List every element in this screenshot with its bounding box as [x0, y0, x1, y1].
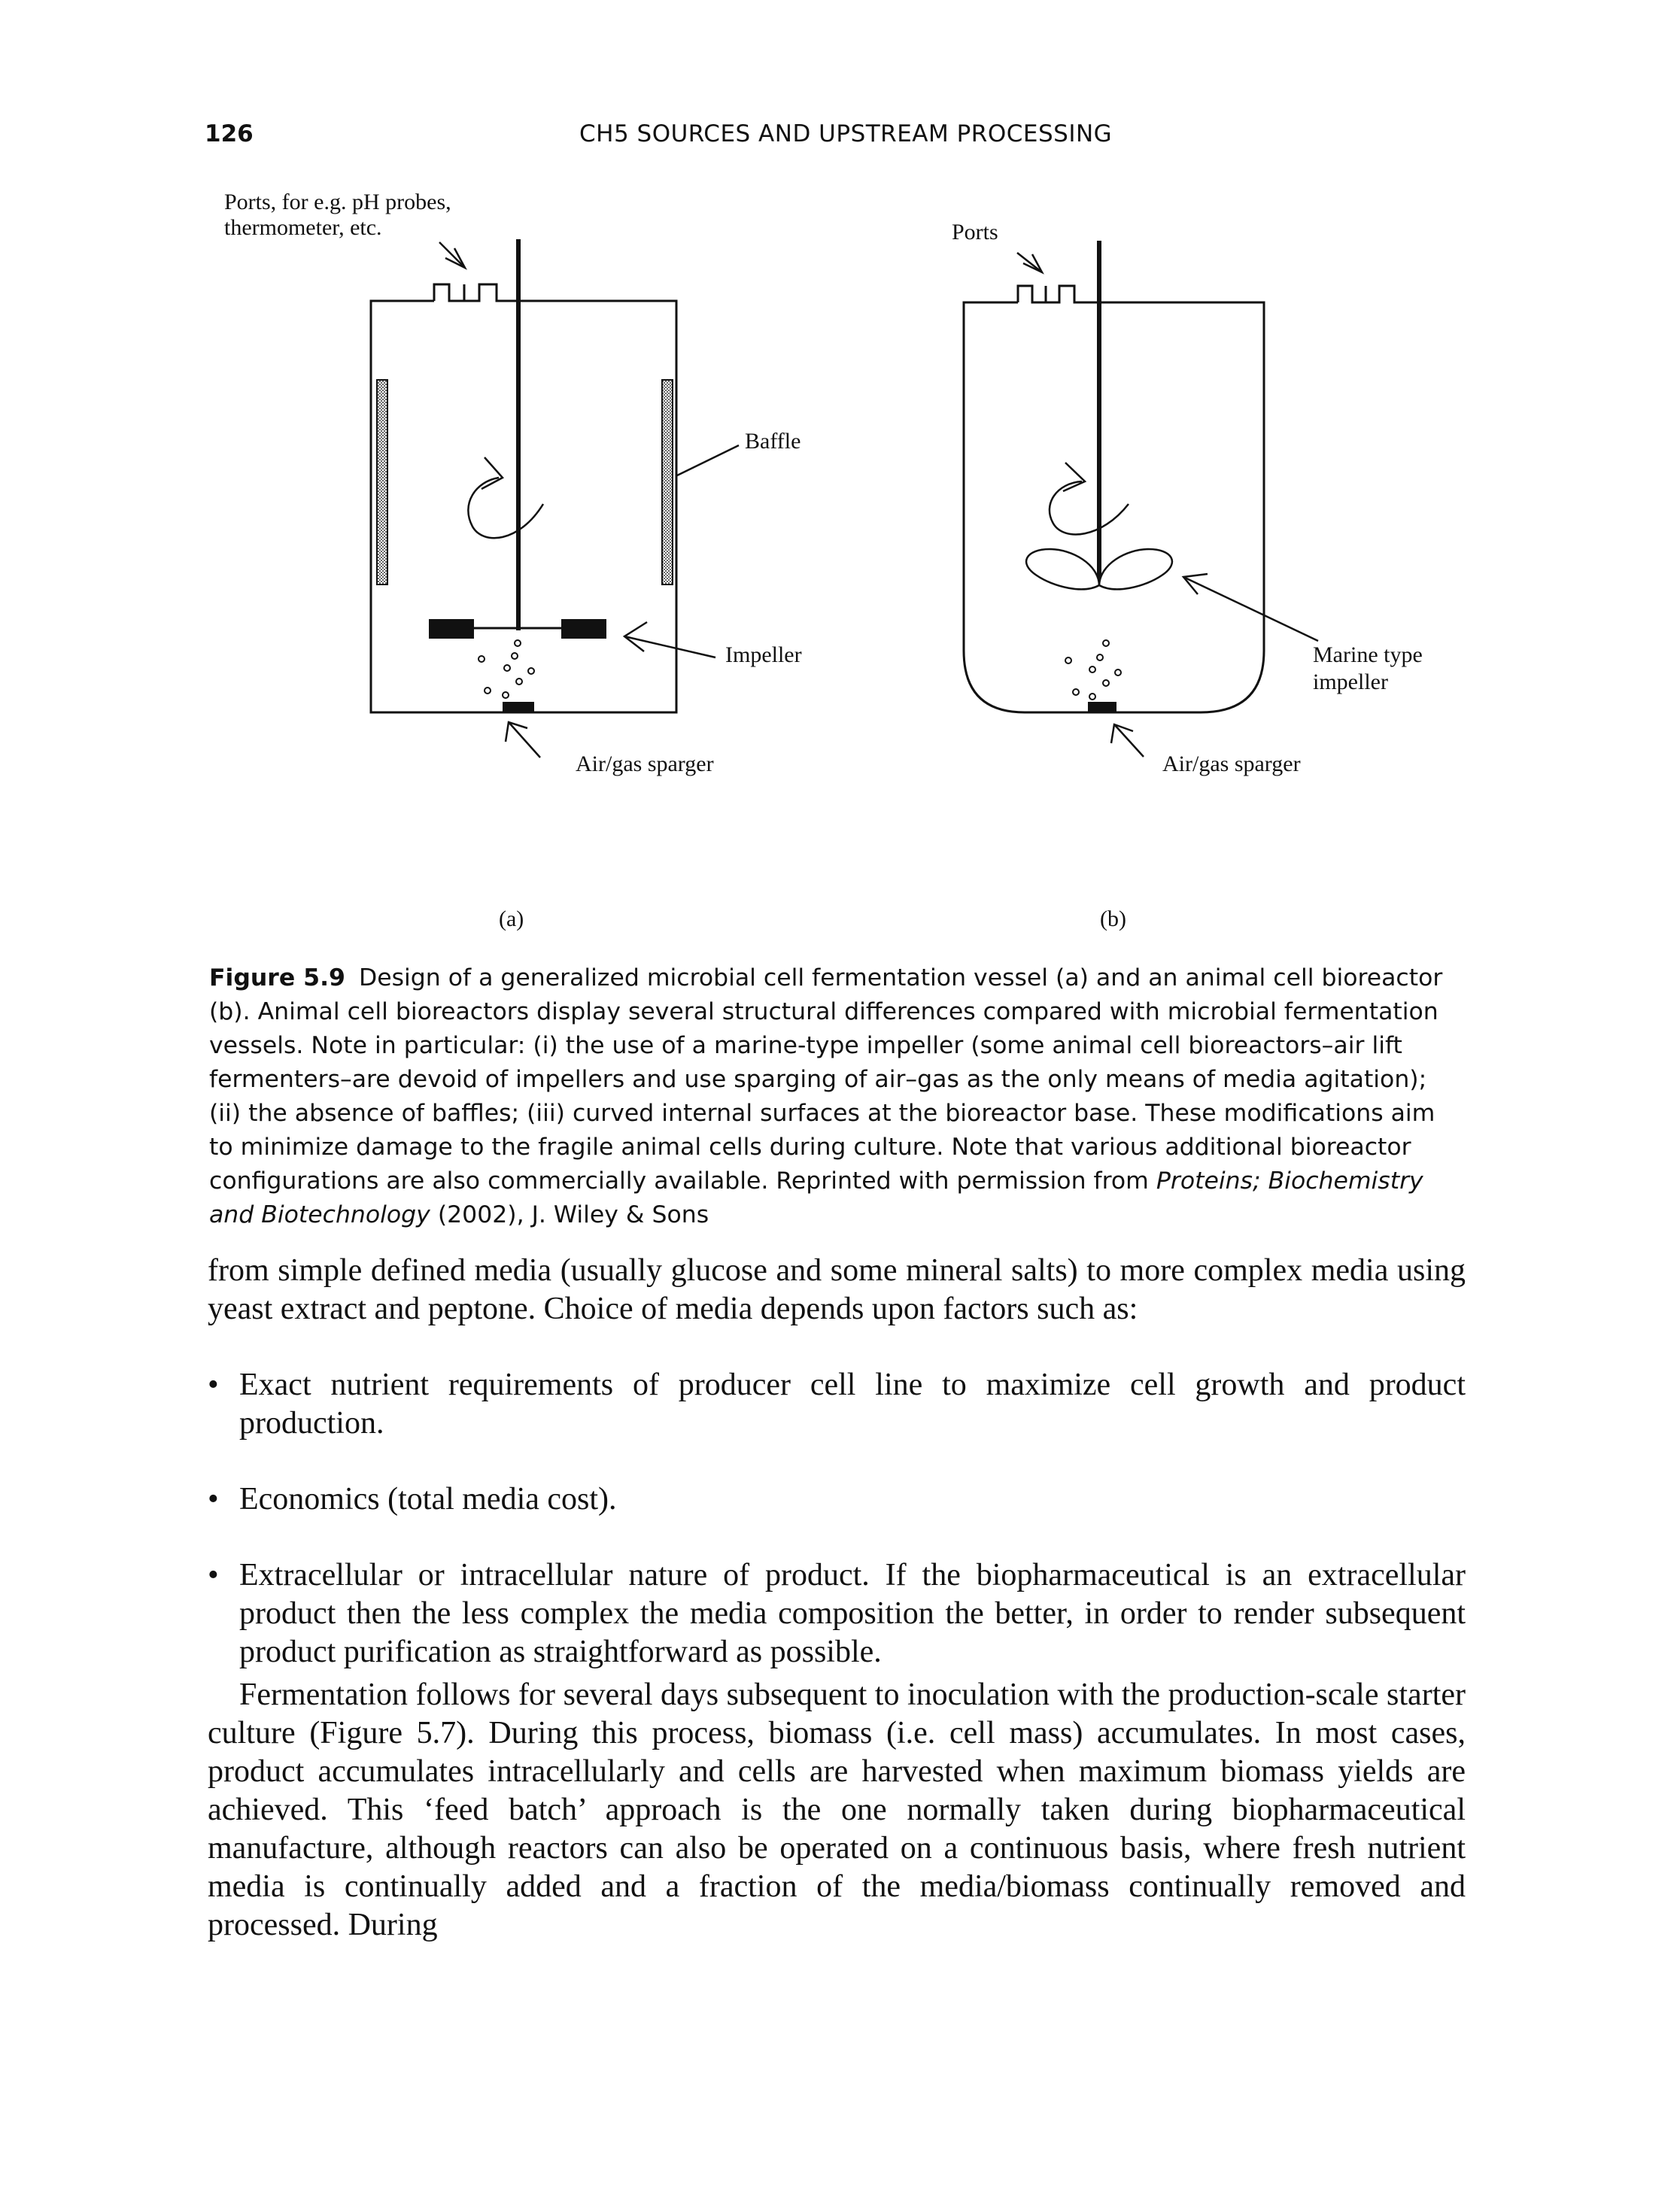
caption-book-title: Proteins; Biochemistry and Biotechnology — [209, 1167, 1423, 1228]
panel-a-impeller-arrow — [622, 621, 716, 659]
panel-a-impeller-label: Impeller — [725, 642, 802, 667]
figure-label: Figure 5.9 — [209, 964, 345, 991]
media-factor-list: • Exact nutrient requirements of producer… — [208, 1366, 1466, 1671]
panel-a-baffle-right — [661, 379, 673, 585]
body-paragraph-1: from simple defined media (usually gluco… — [208, 1253, 1466, 1326]
panel-b-marine-label-line1: Marine type — [1313, 642, 1423, 667]
list-item: • Extracellular or intracellular nature o… — [208, 1556, 1466, 1671]
bullet-icon: • — [208, 1482, 219, 1517]
list-item-text: Extracellular or intracellular nature of… — [239, 1558, 1466, 1669]
caption-credit: (2002), J. Wiley & Sons — [437, 1201, 709, 1228]
panel-b-rotation-arrow — [1048, 462, 1129, 536]
panel-a-sparger-arrow — [504, 721, 541, 758]
panel-a-diagram: Ports, for e.g. pH probes, thermometer, … — [224, 190, 802, 931]
caption-text: Design of a generalized microbial cell f… — [209, 964, 1443, 1195]
panel-a-baffle-leader — [675, 444, 740, 478]
list-item: • Exact nutrient requirements of producer… — [208, 1366, 1466, 1443]
panel-a-ports-arrow — [439, 241, 467, 270]
panel-a-vessel — [369, 283, 678, 714]
bullet-icon: • — [208, 1368, 219, 1402]
running-head: 126 CH5 SOURCES AND UPSTREAM PROCESSING — [0, 120, 1680, 158]
panel-b-ports-arrow — [1016, 252, 1044, 275]
list-item-text: Economics (total media cost). — [239, 1482, 617, 1517]
panel-b-marine-label-line2: impeller — [1313, 669, 1388, 694]
chapter-title: CH5 SOURCES AND UPSTREAM PROCESSING — [579, 120, 1113, 147]
panel-b-bubbles — [1065, 639, 1122, 700]
panel-a-ports-label-line1: Ports, for e.g. pH probes, — [224, 190, 451, 214]
panel-b-sparger — [1088, 702, 1116, 712]
panel-b-impeller — [1025, 548, 1174, 591]
body-paragraph-2: Fermentation follows for several days su… — [208, 1677, 1466, 1942]
page-number: 126 — [205, 120, 254, 147]
bullet-icon: • — [208, 1558, 219, 1592]
panel-b-diagram: Ports — [952, 220, 1423, 931]
panel-a-ports-label-line2: thermometer, etc. — [224, 215, 382, 240]
panel-a-baffle-label: Baffle — [745, 429, 801, 454]
panel-b-vessel — [962, 284, 1265, 714]
panel-a-rotation-arrow — [467, 457, 545, 539]
figure-5-9: Ports, for e.g. pH probes, thermometer, … — [224, 190, 1423, 931]
panel-a-baffle-left — [376, 379, 388, 585]
panel-a-sparger — [503, 702, 534, 712]
panel-a-impeller — [429, 619, 606, 639]
panel-b-impeller-arrow — [1181, 572, 1319, 642]
panel-a-sparger-label: Air/gas sparger — [576, 751, 714, 776]
panel-b-sparger-label: Air/gas sparger — [1162, 751, 1301, 776]
panel-a-bubbles — [478, 639, 535, 699]
panel-a-tag: (a) — [499, 906, 524, 931]
list-item-text: Exact nutrient requirements of producer … — [239, 1368, 1466, 1441]
panel-b-sparger-arrow — [1110, 723, 1144, 758]
panel-b-tag: (b) — [1100, 906, 1126, 931]
list-item: • Economics (total media cost). — [208, 1480, 1466, 1519]
panel-b-ports-label: Ports — [952, 220, 998, 244]
